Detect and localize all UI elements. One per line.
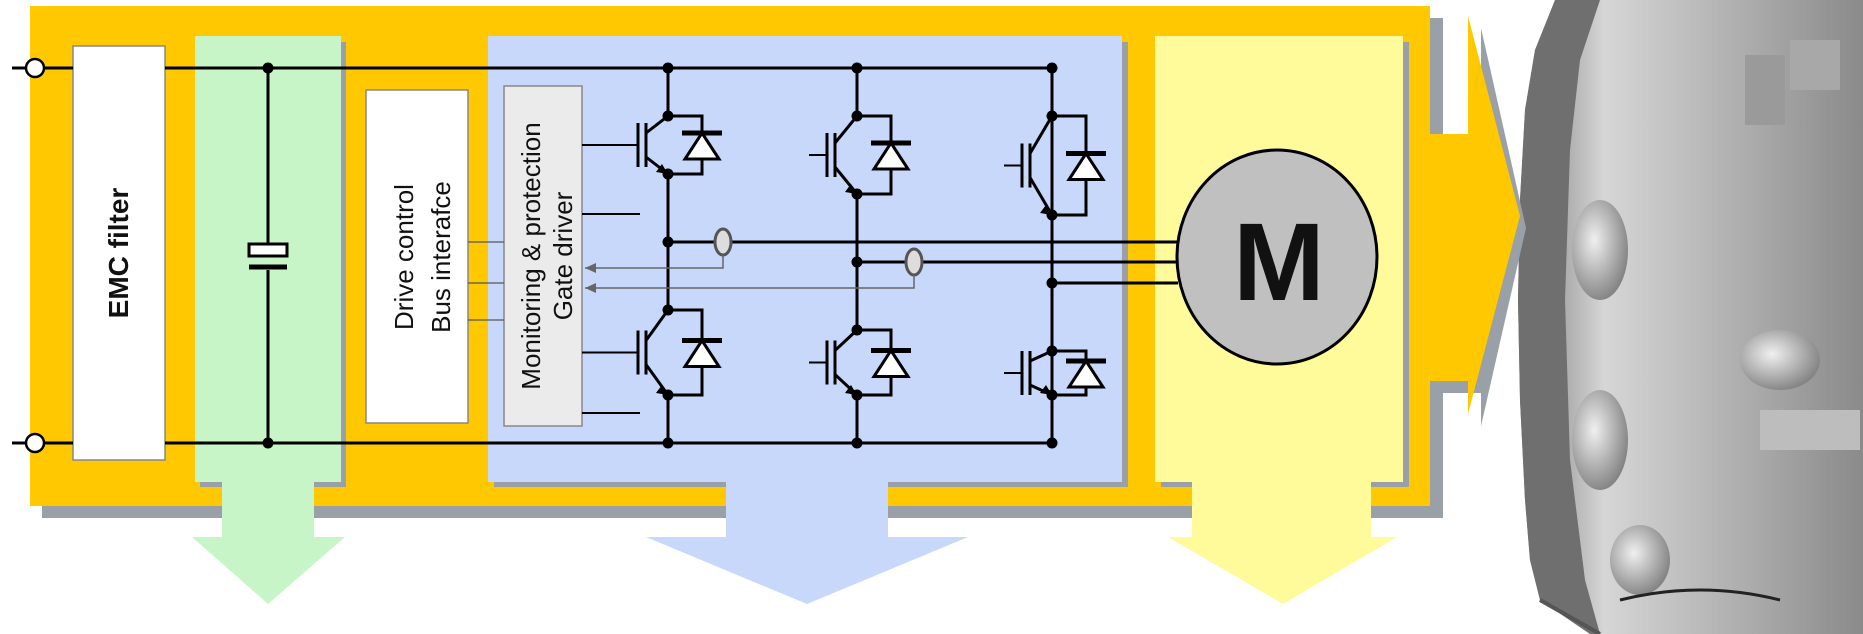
wire [668,366,704,397]
gate-driver-label: Gate driver [548,191,578,320]
wire [1052,179,1088,217]
node [662,110,674,122]
node [1046,345,1058,357]
node [1046,209,1058,221]
motor-icon: M [1175,148,1379,366]
wire [668,308,704,341]
igbt-emitter [1028,176,1054,216]
emc-filter-box [72,45,166,461]
node [662,168,674,180]
capacitor-icon [247,68,289,443]
diode-icon [1066,150,1106,181]
wire [1052,114,1088,154]
emc-filter-label: EMC filter [103,188,134,319]
diode-icon [1066,358,1106,389]
blue-zone [488,36,1122,604]
diode-icon [682,130,722,161]
wire [1052,387,1088,397]
drive-control-box [365,89,469,424]
wire [857,376,893,397]
monitoring-label: Monitoring & protection [516,122,546,389]
wire [1052,349,1088,361]
igbt-collector [644,309,670,342]
monitoring-box [503,85,583,427]
diode-icon [682,337,722,368]
bus-interface-label: Bus interafce [426,181,456,333]
wire [857,114,893,143]
motor-label: M [1233,201,1325,324]
terminal-icon [24,57,46,454]
node [851,389,863,401]
node [851,188,863,200]
diode-icon [871,140,911,171]
node [851,324,863,336]
node [1046,110,1058,122]
igbt-collector [1028,115,1054,155]
node [851,110,863,122]
gearbox-photo [1518,0,1863,634]
node [662,389,674,401]
node [1046,389,1058,401]
wire [668,114,704,133]
inverter-legs [582,62,1106,449]
wire [857,328,893,351]
igbt-collector [833,115,859,144]
wire [668,159,704,176]
sensor-feedback [585,255,915,289]
diode-icon [871,347,911,378]
control-links [468,241,504,321]
node [662,304,674,316]
wire [857,169,893,196]
drive-control-label: Drive control [389,184,419,330]
